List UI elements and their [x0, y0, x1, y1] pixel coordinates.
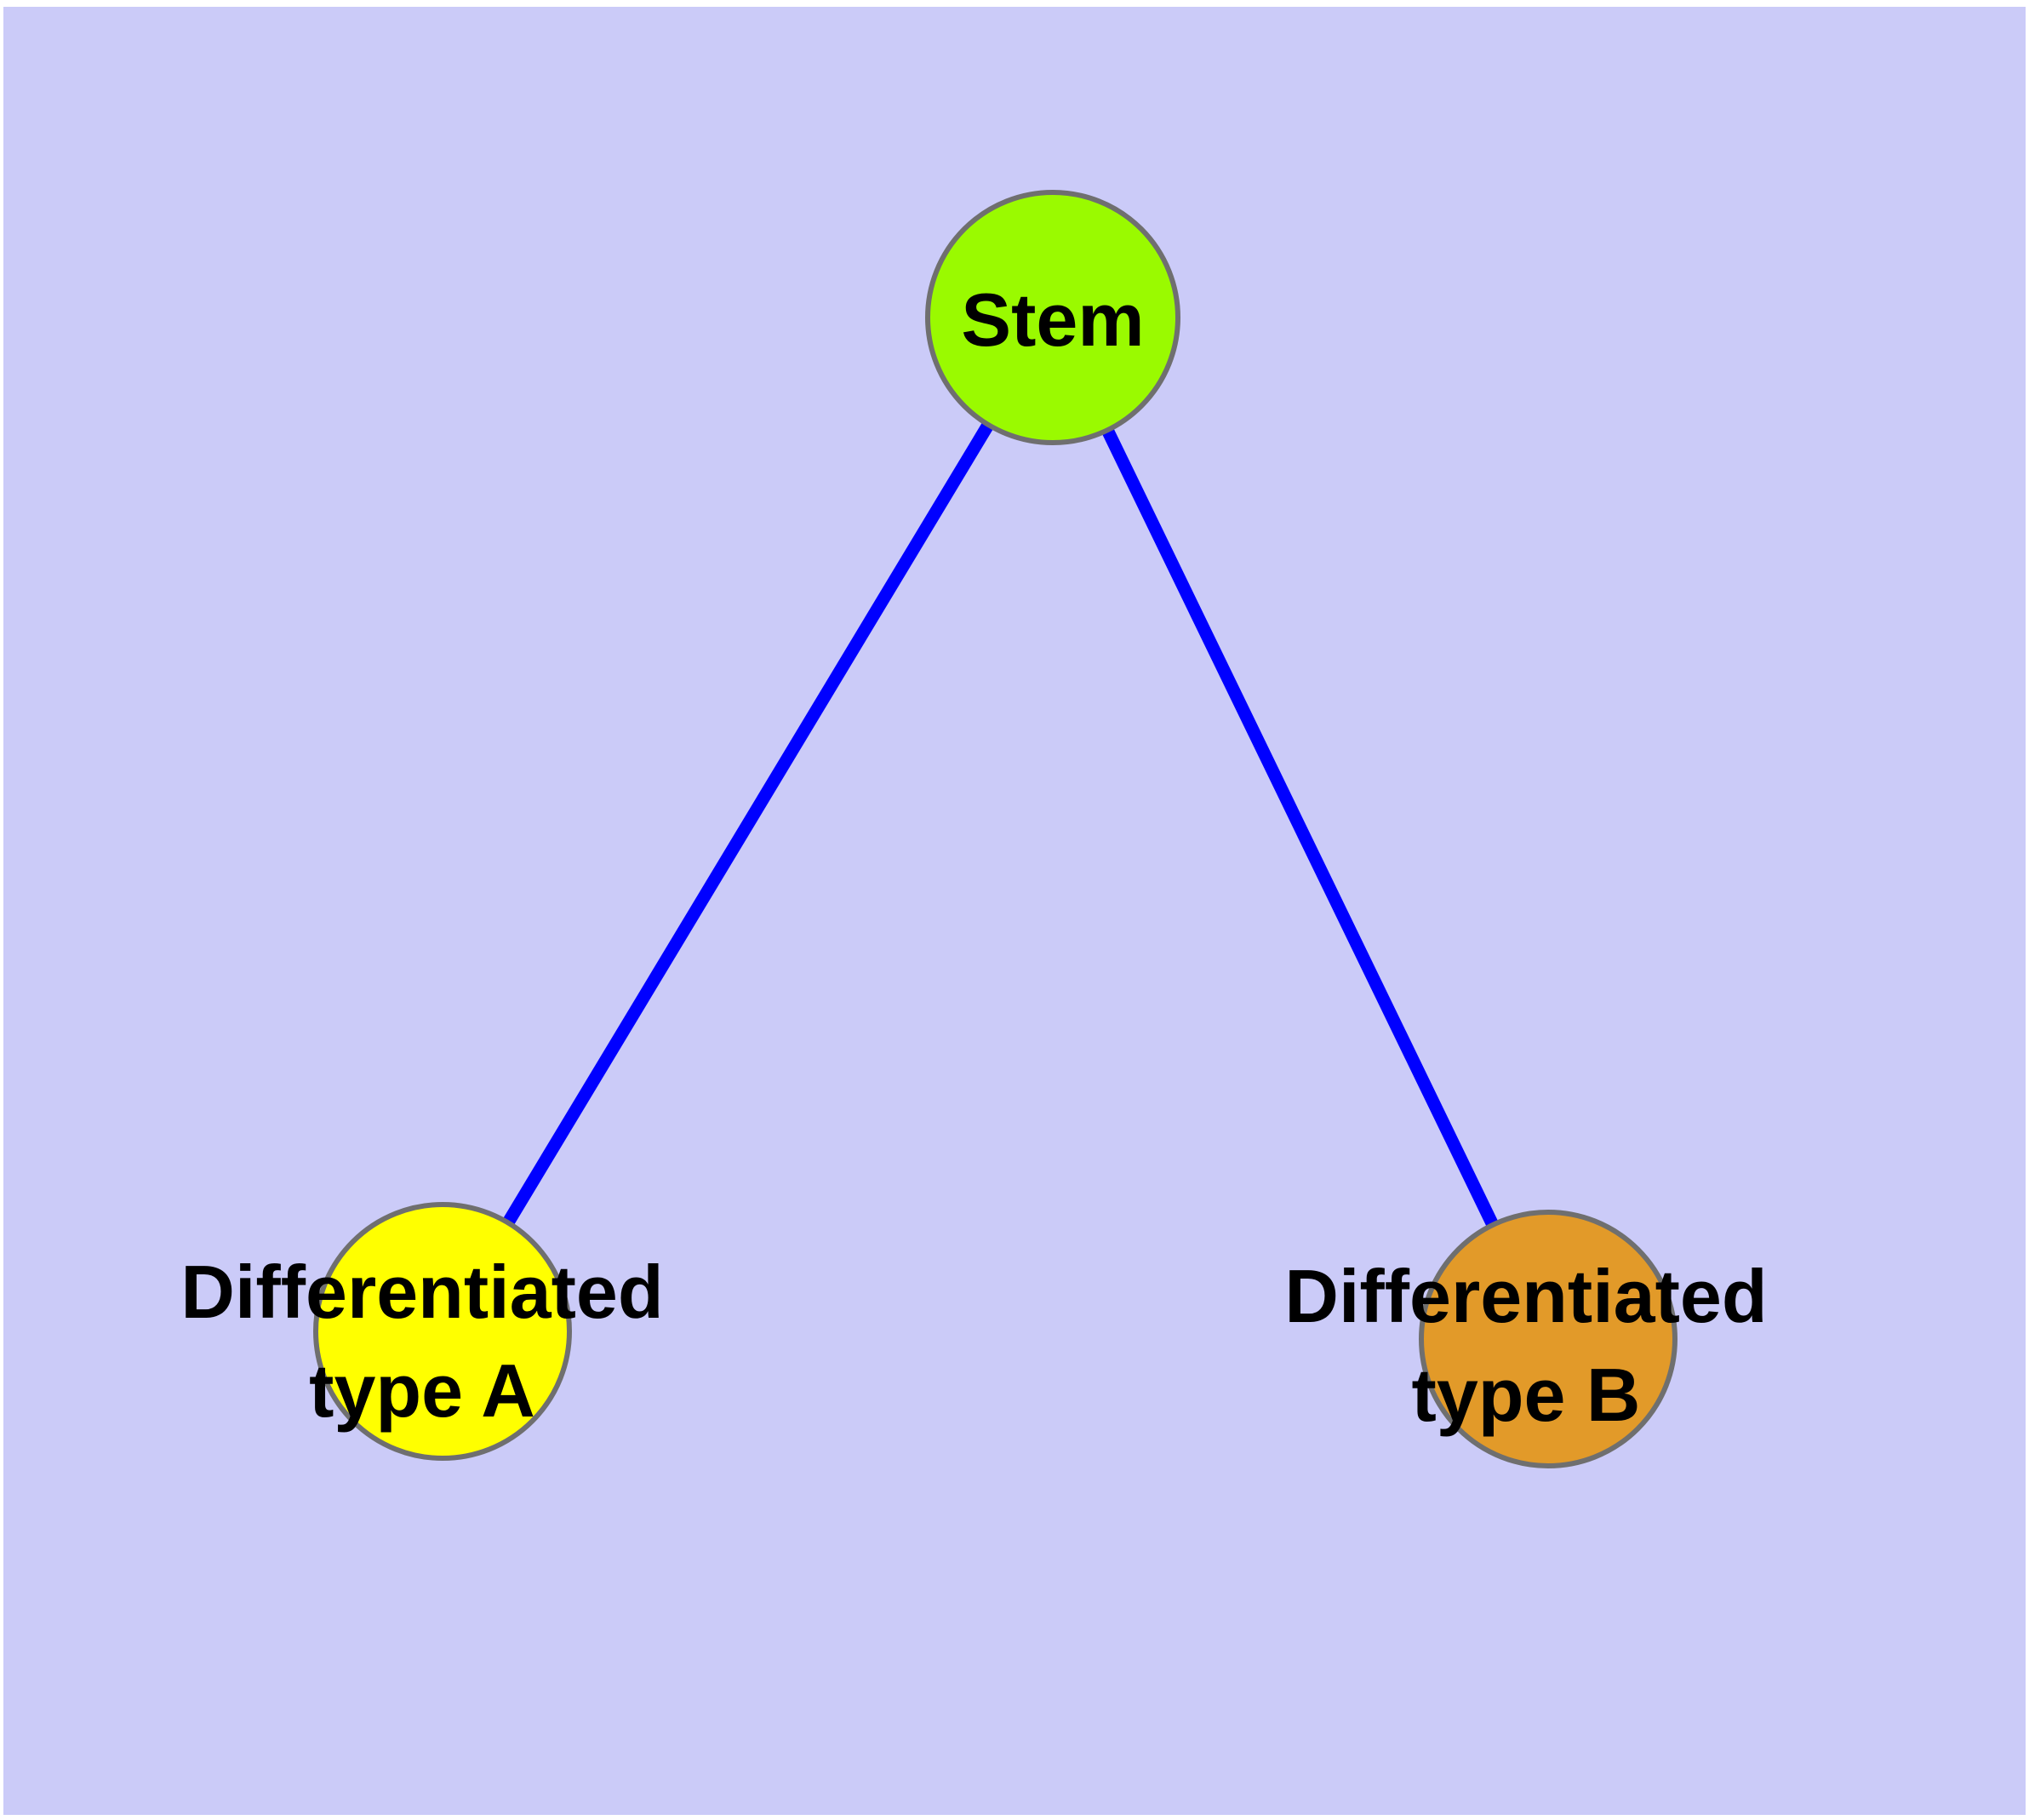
node-type-b[interactable] [1419, 1210, 1677, 1468]
edge-stem-type-b[interactable] [1047, 314, 1554, 1342]
node-type-a[interactable] [313, 1202, 572, 1461]
node-stem[interactable] [925, 190, 1180, 445]
edge-stem-type-a[interactable] [437, 314, 1059, 1335]
